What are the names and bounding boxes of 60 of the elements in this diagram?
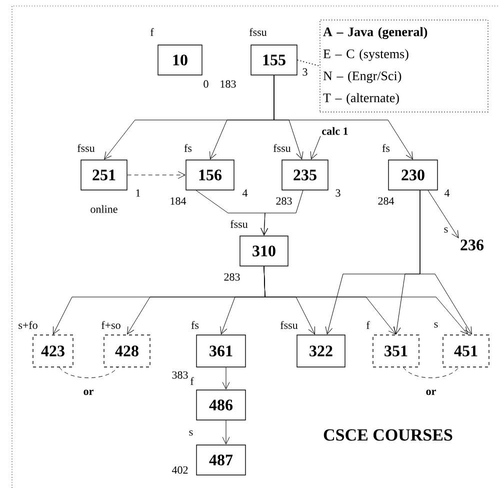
course-box: 487: [196, 444, 246, 476]
note-text: 3: [336, 189, 340, 197]
note-text: fssu: [78, 144, 95, 152]
course-box: 230: [388, 160, 438, 190]
note-text: calc 1: [322, 127, 348, 135]
note-text: fs: [191, 321, 199, 329]
note-text: 4: [444, 189, 450, 197]
arrow: [222, 420, 230, 444]
note-text: s: [434, 322, 438, 328]
course-number: 236: [460, 240, 484, 250]
elective-box: 351: [372, 334, 420, 368]
edge-label: or: [426, 390, 436, 395]
note-text: 283: [276, 197, 292, 205]
note-text: fs: [184, 144, 192, 152]
edge-label: or: [84, 390, 94, 395]
note-text: s: [189, 430, 193, 436]
note-text: fs: [382, 144, 390, 152]
arrow: [428, 190, 459, 238]
course-box: 361: [196, 334, 246, 368]
course-box: 155: [250, 44, 298, 76]
note-text: 0: [204, 80, 208, 88]
note-text: s: [444, 227, 448, 233]
note-text: fssu: [230, 220, 248, 228]
note-text: 3: [302, 68, 308, 76]
diagram-title: CSCE COURSES: [324, 429, 452, 441]
note-text: 184: [170, 197, 186, 205]
arrow: [274, 75, 413, 160]
arrow: [310, 136, 321, 160]
elective-box: 428: [104, 334, 150, 368]
arrow: [260, 190, 304, 236]
course-box: 251: [80, 160, 128, 190]
arrow: [222, 367, 230, 390]
course-box: 322: [296, 334, 346, 368]
elective-box: 451: [442, 334, 490, 368]
note-text: online: [90, 205, 118, 213]
note-text: fssu: [280, 321, 298, 329]
course-box: 310: [240, 236, 288, 266]
course-box: 235: [282, 160, 328, 190]
note-text: 284: [378, 197, 394, 205]
note-text: fssu: [273, 144, 291, 152]
legend-box: A – Java (general) E – C (systems) N – (Engr/Sci) T – (alternate): [320, 20, 488, 112]
note-text: 183: [220, 80, 236, 88]
note-text: f: [150, 28, 154, 36]
course-box: 486: [196, 390, 246, 420]
note-text: 4: [242, 189, 248, 197]
note-text: f: [366, 321, 370, 329]
note-text: 383: [172, 371, 188, 379]
arrow: [420, 190, 472, 334]
note-text: f: [190, 377, 194, 385]
course-box: 10: [158, 44, 202, 76]
course-box: 156: [186, 160, 234, 190]
note-text: s+fo: [18, 321, 38, 329]
elective-box: 423: [32, 334, 74, 368]
note-text: f+so: [102, 321, 120, 329]
note-text: 1: [136, 189, 140, 197]
note-text: fssu: [249, 28, 267, 36]
note-text: 402: [172, 466, 188, 474]
note-text: 283: [224, 273, 240, 281]
arrow: [264, 266, 468, 334]
arrow: [127, 171, 186, 179]
